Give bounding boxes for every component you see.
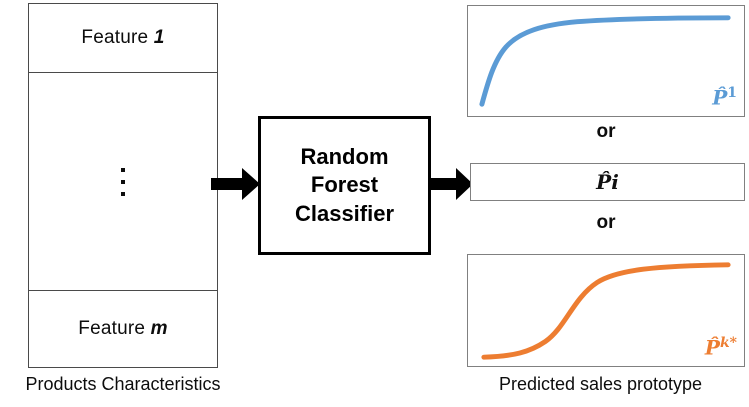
output-panel-prototype-i: P̂i — [470, 163, 745, 201]
output-panel-prototype-1: P̂1 — [467, 5, 745, 117]
ellipsis-dot — [121, 179, 125, 184]
output-arrow-icon — [428, 168, 473, 200]
prototype-1-label: P̂1 — [712, 85, 737, 110]
classifier-label: Random Forest Classifier — [294, 144, 395, 226]
separator-or-bottom: or — [596, 212, 616, 233]
feature-first-label: Feature 1 — [81, 27, 165, 48]
feature-last-label: Feature m — [78, 317, 168, 339]
input-arrow-icon — [211, 168, 260, 200]
vertical-ellipsis-icon — [121, 167, 125, 196]
table-row-feature-ellipsis — [29, 73, 217, 291]
separator-or-top: or — [596, 121, 616, 142]
products-characteristics-table: Feature 1 Feature m — [28, 3, 218, 368]
output-panel-prototype-k-star: P̂k* — [467, 254, 745, 367]
left-caption: Products Characteristics — [25, 374, 221, 394]
prototype-i-label: P̂i — [596, 170, 619, 194]
prototype-k-star-label: P̂k* — [704, 335, 737, 360]
table-row-feature-last: Feature m — [29, 291, 217, 366]
ellipsis-dot — [121, 191, 125, 196]
table-row-feature-first: Feature 1 — [29, 4, 217, 73]
random-forest-classifier-box: Random Forest Classifier — [258, 116, 431, 255]
right-caption: Predicted sales prototype — [498, 374, 703, 394]
prototype-1-curve — [479, 15, 731, 107]
ellipsis-dot — [121, 167, 125, 172]
prototype-k-star-curve — [481, 262, 731, 360]
